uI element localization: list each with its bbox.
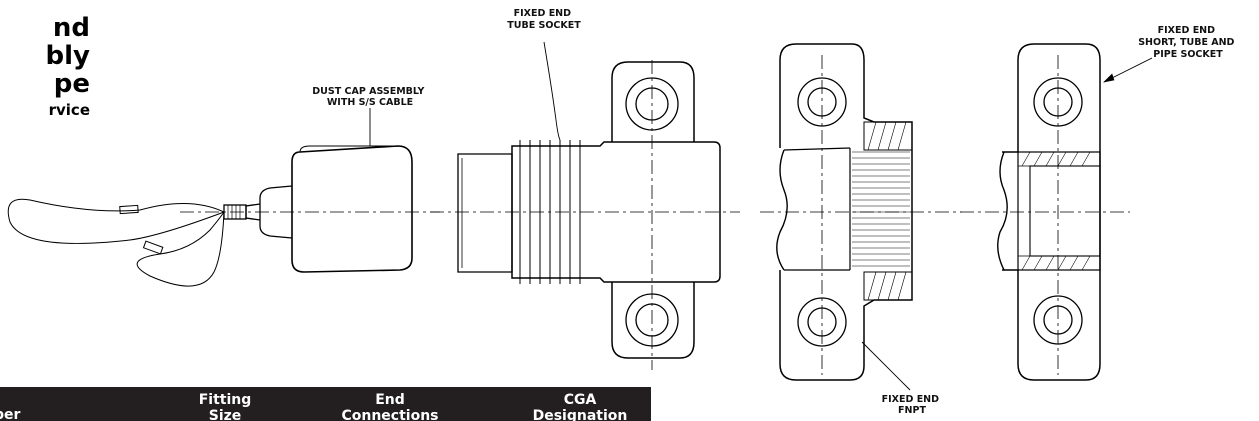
tube-socket-fitting	[430, 41, 740, 370]
col-header-fitting-size-line-2: Size	[208, 408, 242, 421]
table-header: ber Fitting Size End Connections CGA Des…	[0, 387, 651, 421]
tube-socket-label: FIXED END TUBE SOCKET	[507, 8, 581, 31]
fnpt-label: FIXED END FNPT	[882, 394, 943, 416]
col-header-end-connections: End Connections	[330, 392, 450, 421]
fnpt-label-line-1: FIXED END	[882, 394, 939, 405]
col-header-cga-line-2: Designation	[532, 408, 628, 421]
col-header-fitting-size-line-1: Fitting	[198, 392, 252, 408]
tube-socket-label-line-2: TUBE SOCKET	[507, 20, 581, 31]
fnpt-fitting	[760, 43, 962, 391]
heading-line-1: nd	[52, 13, 90, 43]
col-header-number: ber	[0, 407, 21, 421]
dust-cap-label-line-1: DUST CAP ASSEMBLY	[312, 86, 424, 97]
dust-cap-assembly	[7, 108, 440, 287]
heading-line-2: bly	[45, 41, 90, 71]
heading-line-3: pe	[53, 69, 90, 99]
heading-subline: rvice	[48, 101, 90, 119]
col-header-end-connections-line-1: End	[375, 392, 405, 408]
short-socket-label-line-3: PIPE SOCKET	[1153, 49, 1223, 60]
section-heading: nd bly pe rvice	[0, 14, 90, 120]
tube-socket-label-line-1: FIXED END	[514, 8, 571, 19]
fnpt-label-line-2: FNPT	[898, 405, 926, 416]
col-header-end-connections-line-2: Connections	[341, 408, 439, 421]
dust-cap-label-line-2: WITH S/S CABLE	[327, 97, 413, 108]
short-socket-label-line-1: FIXED END	[1158, 25, 1215, 36]
short-socket-label: FIXED END SHORT, TUBE AND PIPE SOCKET	[1138, 25, 1238, 60]
col-header-cga-line-1: CGA	[563, 392, 597, 408]
short-socket-fitting	[960, 43, 1153, 381]
dust-cap-label: DUST CAP ASSEMBLY WITH S/S CABLE	[312, 86, 427, 108]
col-header-cga-designation: CGA Designation	[520, 392, 640, 421]
short-socket-label-line-2: SHORT, TUBE AND	[1138, 37, 1234, 48]
col-header-fitting-size: Fitting Size	[180, 392, 270, 421]
